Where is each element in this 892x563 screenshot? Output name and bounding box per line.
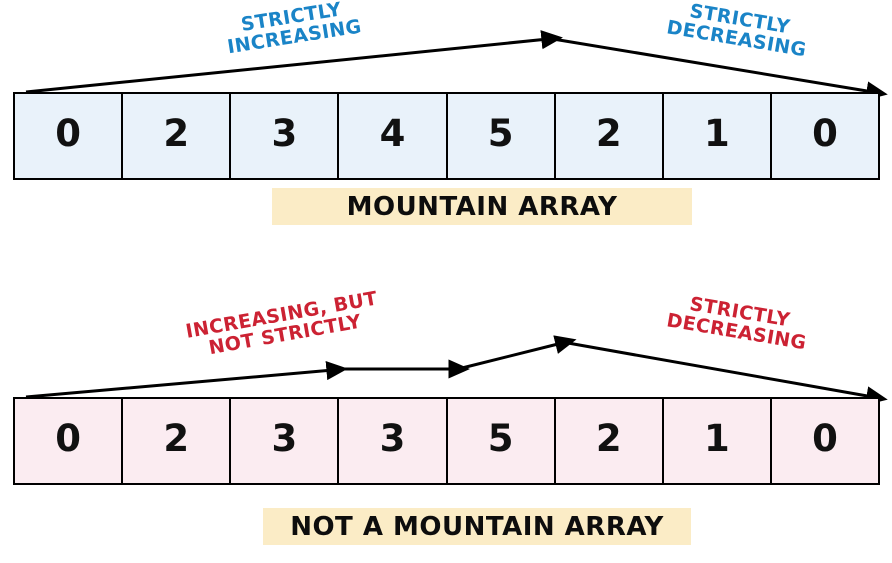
array-cell[interactable]: 0 [771,94,878,178]
array-cell[interactable]: 0 [15,94,124,178]
array-cell[interactable]: 0 [771,399,878,483]
caption-mountain-array: MOUNTAIN ARRAY [272,188,692,225]
annotation-top-increasing: STRICTLY INCREASING [225,0,364,59]
array-cell[interactable]: 2 [555,399,664,483]
mountain-array: 0 2 3 4 5 2 1 0 [13,92,880,180]
array-cell[interactable]: 3 [339,399,448,483]
array-cell[interactable]: 2 [123,399,232,483]
array-cell[interactable]: 1 [663,399,772,483]
caption-not-mountain-array: NOT A MOUNTAIN ARRAY [263,508,691,545]
array-cell[interactable]: 0 [15,399,124,483]
array-cell[interactable]: 2 [555,94,664,178]
bottom-increasing-arrow-2 [461,335,577,370]
array-cell[interactable]: 2 [123,94,232,178]
annotation-bottom-decreasing: STRICTLY DECREASING [665,292,808,355]
array-cell[interactable]: 5 [447,399,556,483]
array-cell[interactable]: 3 [231,94,340,178]
array-cell[interactable]: 5 [447,94,556,178]
array-cell[interactable]: 3 [231,399,340,483]
annotation-top-decreasing: STRICTLY DECREASING [665,0,808,62]
annotation-bottom-increasing: INCREASING, BUT NOT STRICTLY [184,287,380,360]
bottom-increasing-arrow-1 [25,361,348,399]
array-cell[interactable]: 1 [663,94,772,178]
array-cell[interactable]: 4 [339,94,448,178]
not-mountain-array: 0 2 3 3 5 2 1 0 [13,397,880,485]
bottom-decreasing-arrow [567,341,888,406]
